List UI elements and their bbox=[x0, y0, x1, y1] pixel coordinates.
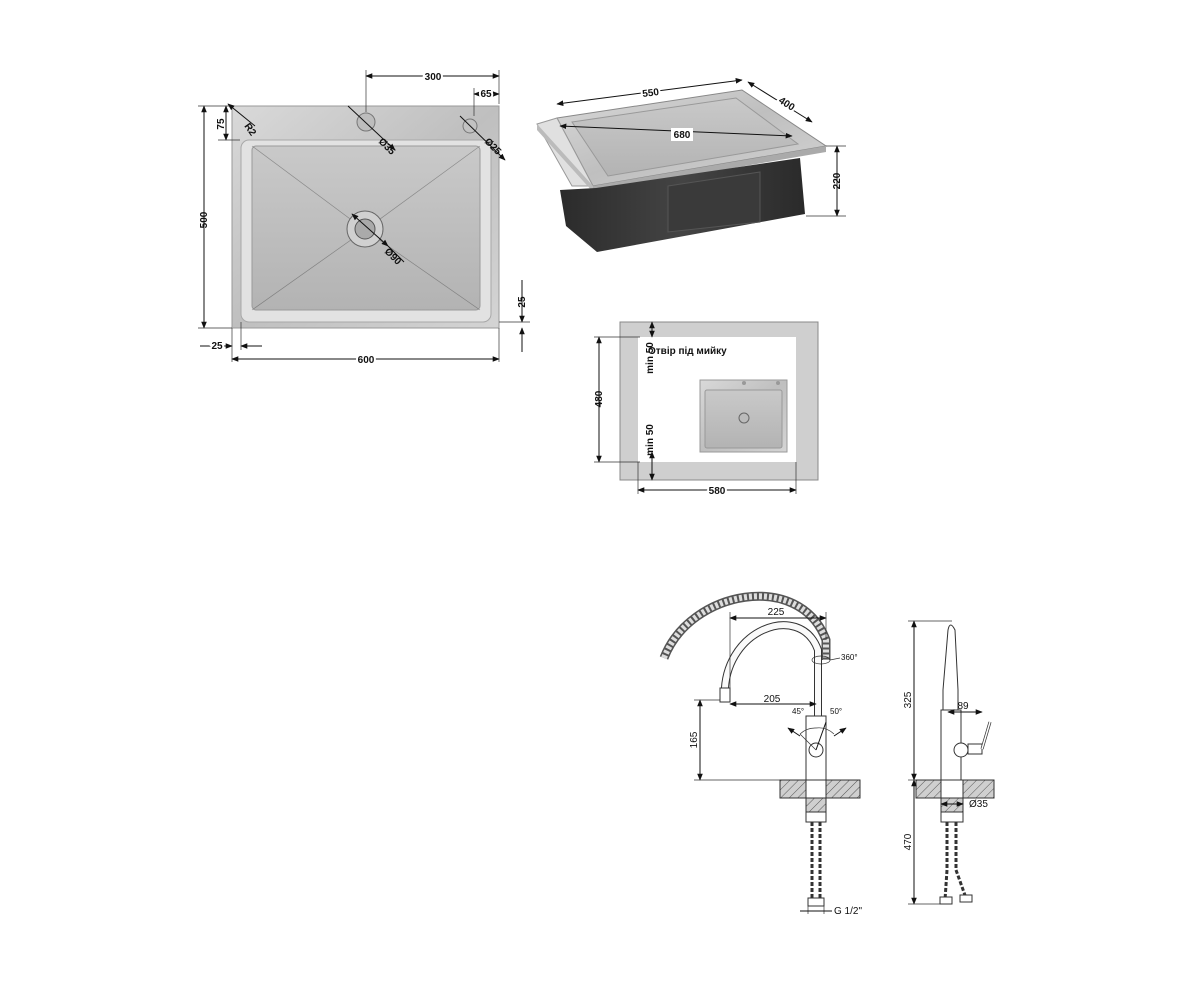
dim-side-height: 325 bbox=[903, 691, 914, 708]
dim-iso-height: 220 bbox=[832, 172, 843, 189]
dim-width: 600 bbox=[358, 355, 375, 366]
dim-rim-front: 25 bbox=[517, 296, 528, 308]
dim-iso-diagonal: 680 bbox=[674, 130, 691, 141]
dim-min-bottom: min 50 bbox=[645, 424, 656, 456]
sink-iso-view: 550 400 680 220 bbox=[536, 78, 846, 252]
dim-reach: 205 bbox=[764, 694, 781, 705]
dim-depth: 500 bbox=[199, 211, 210, 228]
drain-inner bbox=[354, 218, 376, 240]
dim-hole-offset: 65 bbox=[480, 89, 492, 100]
dim-angle-right: 50° bbox=[830, 707, 842, 716]
dim-side-hole: Ø35 bbox=[969, 799, 988, 810]
dim-hole-spacing: 300 bbox=[425, 72, 442, 83]
dim-side-offset: 89 bbox=[957, 701, 969, 712]
dim-side-hose: 470 bbox=[903, 833, 914, 850]
dim-rim-side: 25 bbox=[211, 341, 223, 352]
cutout-title: Отвір під мийку bbox=[648, 346, 727, 357]
dim-swivel: 360° bbox=[841, 653, 858, 662]
dim-spout-reach: 225 bbox=[768, 607, 785, 618]
dim-thread: G 1/2" bbox=[834, 906, 862, 917]
dim-min-top: min 50 bbox=[645, 342, 656, 374]
sink-top-view: 300 65 500 75 R2 Ø35 Ø25 Ø90 600 bbox=[198, 70, 530, 368]
dim-iso-length: 550 bbox=[642, 87, 660, 100]
dim-edge-offset: 75 bbox=[216, 118, 227, 130]
cutout-diagram: Отвір під мийку min 50 min 50 480 580 bbox=[594, 321, 819, 499]
dim-angle-left: 45° bbox=[792, 707, 804, 716]
dim-cutout-height: 480 bbox=[594, 390, 605, 407]
dim-height: 165 bbox=[689, 731, 700, 748]
faucet-side-view: 325 89 Ø35 470 bbox=[903, 620, 995, 905]
dim-cutout-width: 580 bbox=[709, 486, 726, 497]
faucet-front-view: 225 205 360° 45° 50° 165 G 1/2" bbox=[659, 591, 862, 917]
